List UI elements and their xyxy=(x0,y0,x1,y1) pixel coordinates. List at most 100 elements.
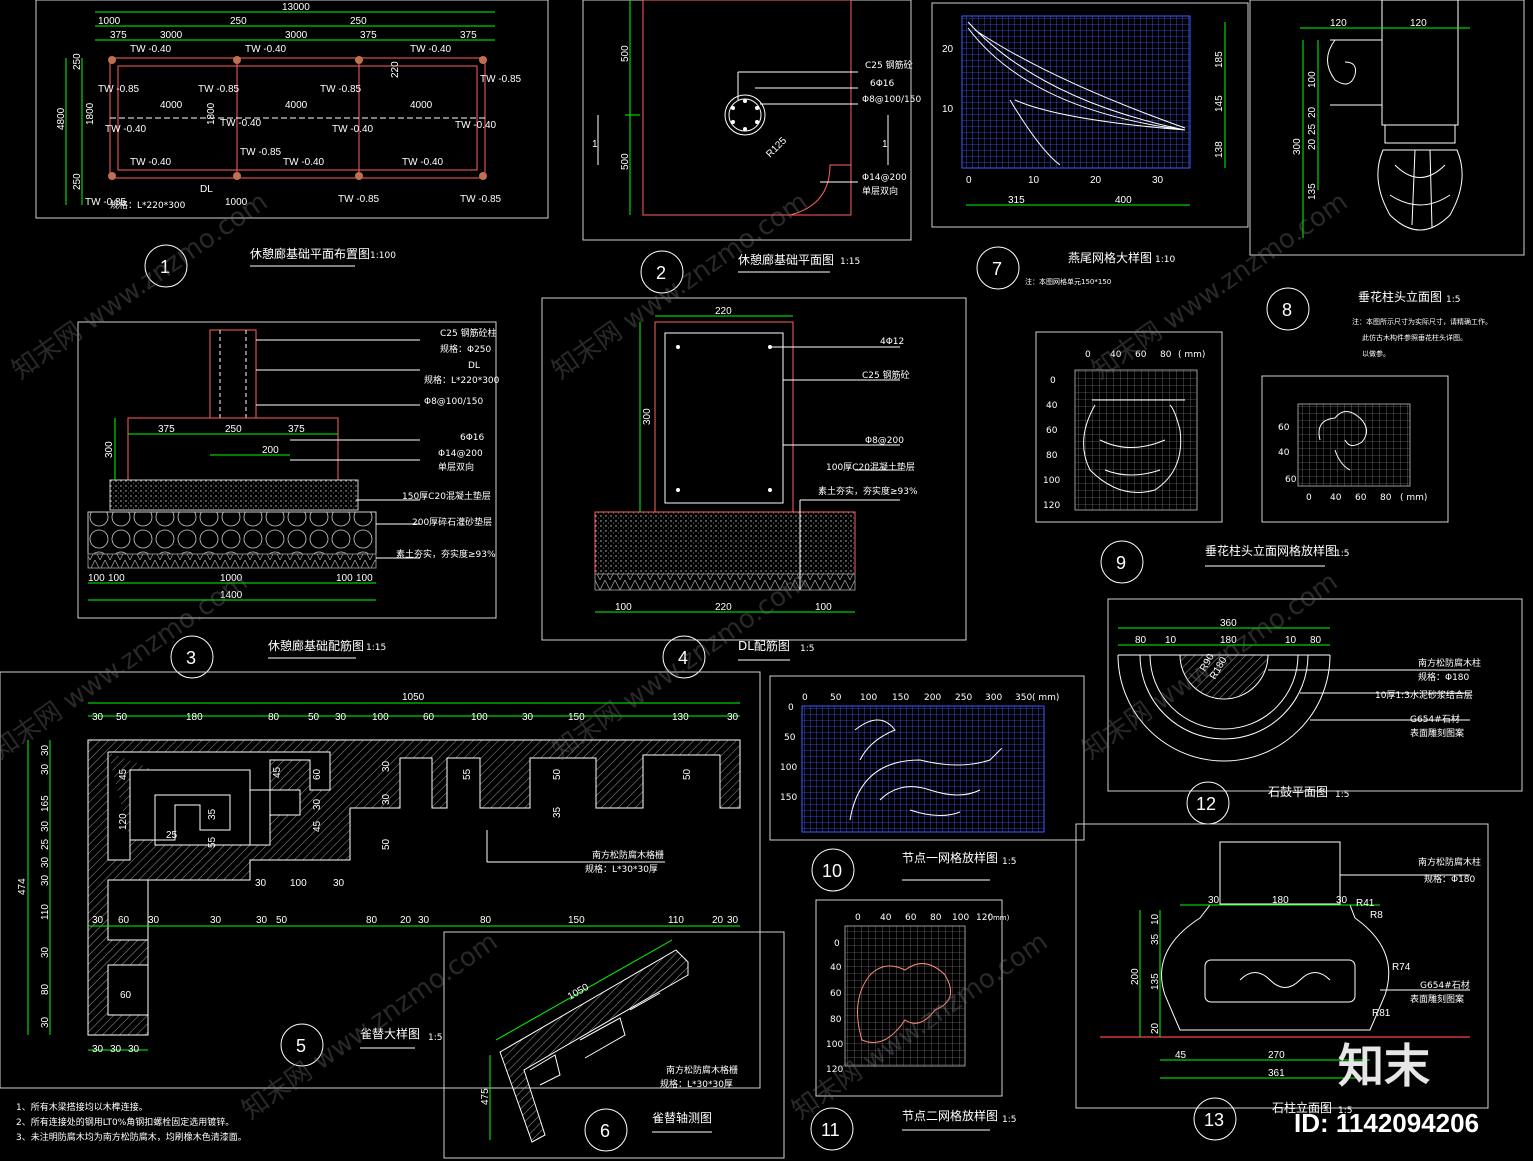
d9-y: 60 xyxy=(1046,426,1058,436)
d12-label: 南方松防腐木柱 xyxy=(1418,657,1481,669)
d4-dim: 220 xyxy=(715,306,732,317)
d9-y2: 60 xyxy=(1278,423,1290,433)
d5-top: 180 xyxy=(186,712,203,723)
d11-x: ( mm) xyxy=(988,914,1010,922)
d13-dim: 270 xyxy=(1268,1050,1285,1061)
d11-x: 100 xyxy=(952,913,969,923)
d2-cut: 1 xyxy=(882,139,888,150)
d1-dim: 250 xyxy=(230,16,247,27)
drawing-12-stone-drum-plan: 360 80 10 180 10 80 R90 R180 南方松防腐木柱 规格：… xyxy=(1107,598,1523,825)
d5-top: 60 xyxy=(423,712,435,723)
d8-dim: 25 xyxy=(1307,123,1318,135)
d11-x: 120 xyxy=(976,913,993,923)
d3-label: Φ14@200 xyxy=(438,449,483,459)
d7-x: 10 xyxy=(1028,175,1040,186)
d5-inner: 30 xyxy=(312,798,323,810)
d13-dim: R81 xyxy=(1372,1008,1391,1019)
d10-x: 0 xyxy=(802,693,808,703)
d11-y: 100 xyxy=(826,1040,843,1050)
d10-x: 250 xyxy=(955,693,972,703)
drawing-5-bracket-detail: 1050 30 50 180 80 50 30 100 60 100 30 15… xyxy=(0,671,761,1089)
d3-label: 规格：Φ250 xyxy=(440,343,492,355)
d3-dim: 100 xyxy=(336,573,353,584)
d5-top: 30 xyxy=(335,712,347,723)
d9-x2: 0 xyxy=(1306,493,1312,503)
d1-tw-label: TW -0.85 xyxy=(338,194,380,205)
d1-tw-label: TW -0.40 xyxy=(410,44,452,55)
d1-dim: 1000 xyxy=(98,16,121,27)
d5-bottom: 80 xyxy=(366,915,378,926)
d5-scale: 1:5 xyxy=(428,1033,442,1043)
d8-dim: 300 xyxy=(1292,138,1303,155)
d13-dim: 200 xyxy=(1130,968,1141,985)
d8-note: 注：本图所示尺寸为实际尺寸，请精确工作。 xyxy=(1352,317,1492,326)
d9-x2: 80 xyxy=(1380,493,1392,503)
d5-inner: 60 xyxy=(312,768,323,780)
d6-title: 雀替轴测图 xyxy=(652,1110,712,1125)
d10-title: 节点一网格放样图 xyxy=(902,850,998,865)
d11-number: 11 xyxy=(821,1120,840,1140)
d13-dim: R8 xyxy=(1370,910,1383,921)
d9-x: 60 xyxy=(1135,350,1147,360)
d11-y: 120 xyxy=(826,1065,843,1075)
d5-inner: 120 xyxy=(118,813,129,830)
d10-y: 100 xyxy=(780,763,797,773)
d3-dim: 375 xyxy=(288,424,305,435)
d5-top: 130 xyxy=(672,712,689,723)
d3-label: 200厚碎石灌砂垫层 xyxy=(412,516,492,528)
d11-scale: 1:5 xyxy=(1002,1115,1016,1125)
watermark-text: 知末网 www.znzmo.com xyxy=(0,567,253,766)
d12-scale: 1:5 xyxy=(1335,790,1349,800)
d12-title: 石鼓平面图 xyxy=(1268,785,1328,799)
d1-left-dim: 1800 xyxy=(85,102,96,125)
d11-y: 0 xyxy=(834,939,840,949)
d5-bottom: 50 xyxy=(276,915,288,926)
d12-dim: 360 xyxy=(1220,618,1237,629)
d5-inner: 45 xyxy=(272,766,283,778)
d9-y2: 40 xyxy=(1278,448,1290,458)
d5-inner: 60 xyxy=(120,990,132,1001)
d2-label: C25 钢筋砼 xyxy=(865,59,913,71)
d8-number: 8 xyxy=(1282,300,1292,320)
d3-label: 规格：L*220*300 xyxy=(424,374,500,386)
watermark-text: 知末网 www.znzmo.com xyxy=(237,927,503,1126)
d8-dim: 20 xyxy=(1307,106,1318,118)
d11-x: 60 xyxy=(905,913,917,923)
d5-inner: 45 xyxy=(118,768,129,780)
d5-spec: 规格：L*30*30厚 xyxy=(585,863,658,875)
d3-label: 150厚C20混凝土垫层 xyxy=(402,490,491,502)
d3-label: 6Φ16 xyxy=(460,433,485,443)
watermark-text: 知末网 www.znzmo.com xyxy=(547,567,813,766)
general-notes: 1、所有木梁搭接均以木榫连接。 2、所有连接处的钢用LT0%角钢扣螺栓固定选用镀… xyxy=(16,1101,247,1143)
d13-dim: 135 xyxy=(1150,973,1161,990)
d11-y: 80 xyxy=(830,1015,842,1025)
d1-tw-label: TW -0.85 xyxy=(480,74,522,85)
d5-top: 50 xyxy=(116,712,128,723)
d5-bottom: 30 xyxy=(256,915,268,926)
d11-x: 40 xyxy=(880,913,892,923)
d2-scale: 1:15 xyxy=(840,257,860,267)
d9-y: 0 xyxy=(1050,376,1056,386)
d5-number: 5 xyxy=(296,1036,306,1056)
d2-label: 单层双向 xyxy=(862,185,898,197)
d5-top: 30 xyxy=(727,712,739,723)
d5-label: 南方松防腐木格栅 xyxy=(592,849,664,861)
d3-label: C25 钢筋砼柱 xyxy=(440,327,497,339)
d13-label: 表面雕刻图案 xyxy=(1410,993,1464,1005)
d13-dim: 30 xyxy=(1336,895,1348,906)
d5-top: 100 xyxy=(471,712,488,723)
d7-scale: 1:10 xyxy=(1155,255,1175,265)
d5-inner: 50 xyxy=(552,768,563,780)
d5-bottom: 80 xyxy=(480,915,492,926)
d4-dim: 100 xyxy=(815,602,832,613)
d9-x2: 60 xyxy=(1355,493,1367,503)
d5-bottom: 20 xyxy=(400,915,412,926)
d11-x: 80 xyxy=(930,913,942,923)
d1-tw-label: TW -0.40 xyxy=(130,44,172,55)
d5-bottom: 20 xyxy=(712,915,724,926)
d8-dim: 20 xyxy=(1307,138,1318,150)
d7-x: 0 xyxy=(966,175,972,186)
d2-cut: 1 xyxy=(592,139,598,150)
d5-inner: 30 xyxy=(255,878,267,889)
